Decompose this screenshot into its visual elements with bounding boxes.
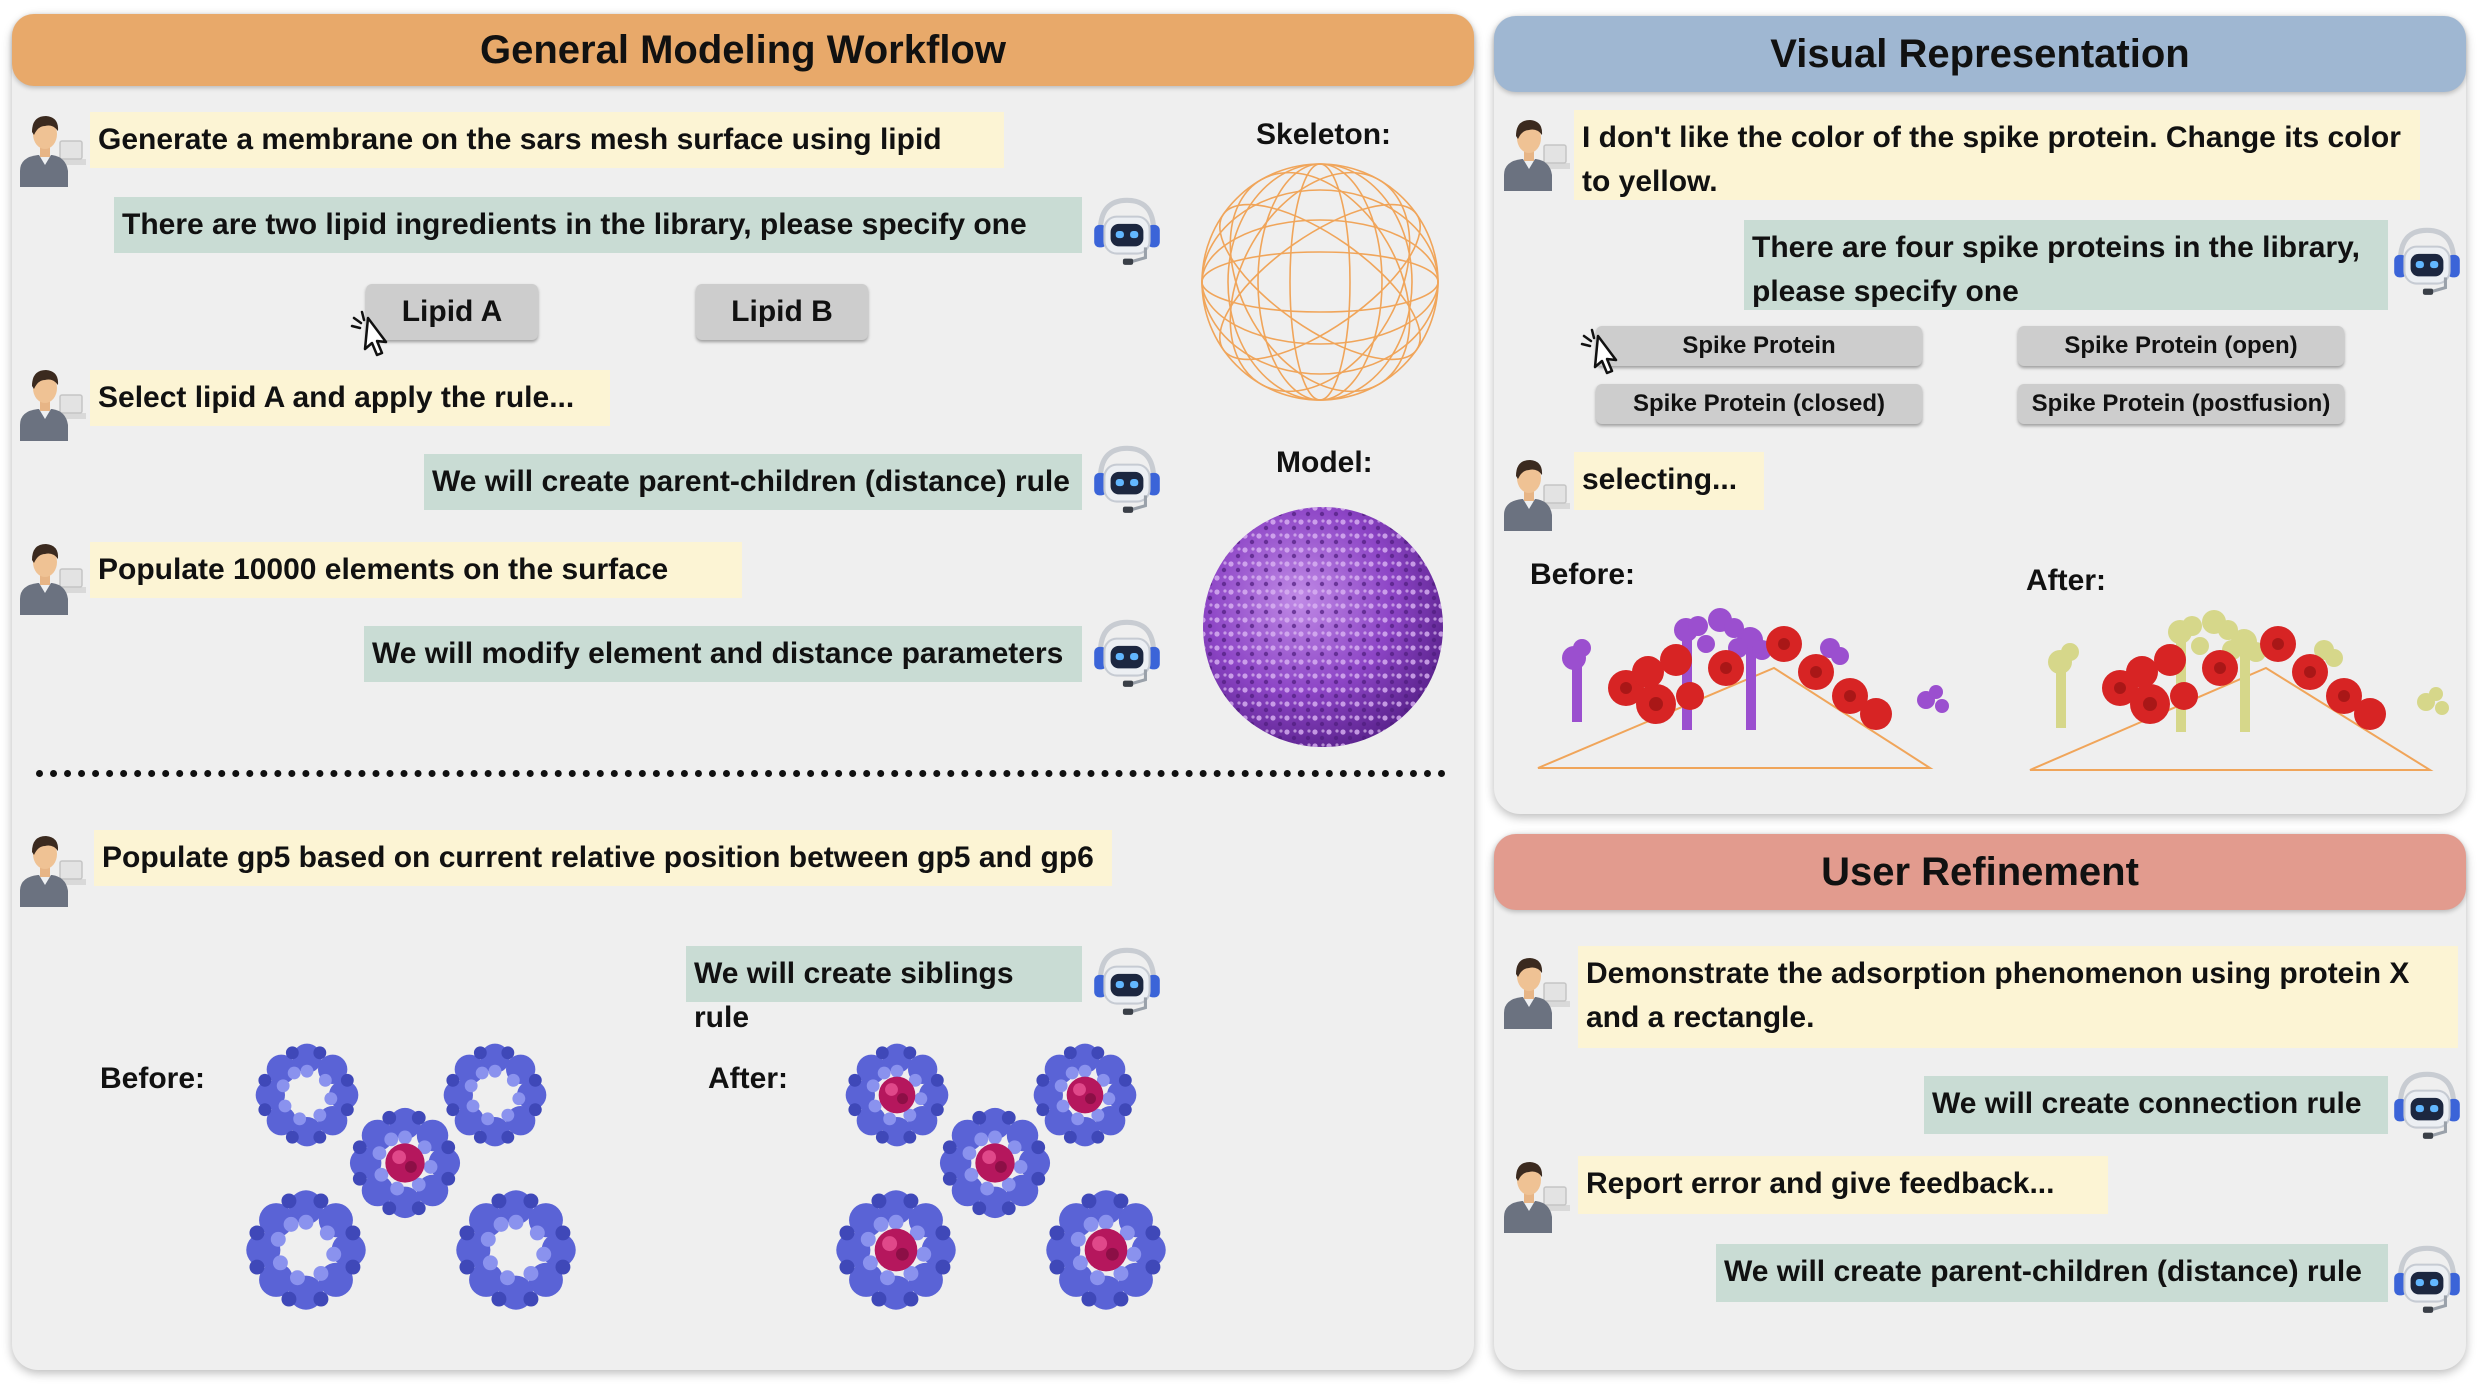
- bot-avatar-icon: [2386, 1064, 2468, 1146]
- spike-protein-option[interactable]: Spike Protein: [1596, 326, 1922, 366]
- user-message: Populate 10000 elements on the surface: [90, 542, 742, 598]
- user-message: Generate a membrane on the sars mesh sur…: [90, 112, 1004, 168]
- user-avatar-icon: [19, 543, 87, 616]
- skeleton-mesh-sphere: [1201, 163, 1439, 401]
- lipid-a-button[interactable]: Lipid A: [366, 284, 538, 340]
- visual-panel-title: Visual Representation: [1494, 16, 2466, 92]
- bot-message: We will create parent-children (distance…: [1716, 1244, 2388, 1302]
- bot-avatar-icon: [1086, 612, 1168, 694]
- spike-before-scene: [1537, 608, 1949, 769]
- bot-message: We will create parent-children (distance…: [424, 454, 1082, 510]
- user-message: Report error and give feedback...: [1578, 1156, 2108, 1214]
- after-label: After:: [708, 1062, 788, 1095]
- membrane-model-sphere: [1203, 507, 1443, 747]
- gp5-before-rings: [246, 1043, 576, 1310]
- bot-avatar-icon: [2386, 220, 2468, 302]
- user-avatar-icon: [19, 369, 87, 442]
- bot-message: We will create siblings rule: [686, 946, 1082, 1034]
- user-avatar-icon: [19, 115, 87, 188]
- user-avatar-icon: [1503, 957, 1571, 1030]
- section-divider: [36, 770, 1446, 777]
- click-cursor-icon: [1580, 328, 1618, 375]
- before-label: Before:: [100, 1062, 206, 1095]
- user-avatar-icon: [1503, 119, 1571, 192]
- spike-protein-closed-option[interactable]: Spike Protein (closed): [1596, 384, 1922, 424]
- user-avatar-icon: [1503, 459, 1571, 532]
- lipid-b-button[interactable]: Lipid B: [696, 284, 868, 340]
- user-avatar-icon: [1503, 1161, 1571, 1234]
- click-cursor-icon: [350, 310, 388, 357]
- bot-message: We will modify element and distance para…: [364, 626, 1082, 682]
- spike-protein-open-option[interactable]: Spike Protein (open): [2018, 326, 2344, 366]
- user-avatar-icon: [19, 835, 87, 908]
- spike-after-scene: [2029, 610, 2449, 771]
- after-label: After:: [2026, 564, 2106, 597]
- bot-avatar-icon: [1086, 438, 1168, 520]
- spike-protein-postfusion-option[interactable]: Spike Protein (postfusion): [2018, 384, 2344, 424]
- bot-message: We will create connection rule: [1924, 1076, 2388, 1134]
- model-label: Model:: [1276, 446, 1373, 479]
- user-message: I don't like the color of the spike prot…: [1574, 110, 2420, 200]
- bot-message: There are four spike proteins in the lib…: [1744, 220, 2388, 310]
- user-message: selecting...: [1574, 452, 1764, 510]
- workflow-panel-title: General Modeling Workflow: [12, 14, 1474, 86]
- bot-avatar-icon: [2386, 1238, 2468, 1320]
- before-label: Before:: [1530, 558, 1636, 591]
- user-message: Demonstrate the adsorption phenomenon us…: [1578, 946, 2458, 1048]
- skeleton-label: Skeleton:: [1256, 118, 1392, 151]
- bot-avatar-icon: [1086, 190, 1168, 272]
- gp5-after-rings: [830, 1036, 1190, 1320]
- refinement-panel-title: User Refinement: [1494, 834, 2466, 910]
- user-message: Select lipid A and apply the rule...: [90, 370, 610, 426]
- bot-message: There are two lipid ingredients in the l…: [114, 197, 1082, 253]
- bot-avatar-icon: [1086, 940, 1168, 1022]
- user-message: Populate gp5 based on current relative p…: [94, 830, 1112, 886]
